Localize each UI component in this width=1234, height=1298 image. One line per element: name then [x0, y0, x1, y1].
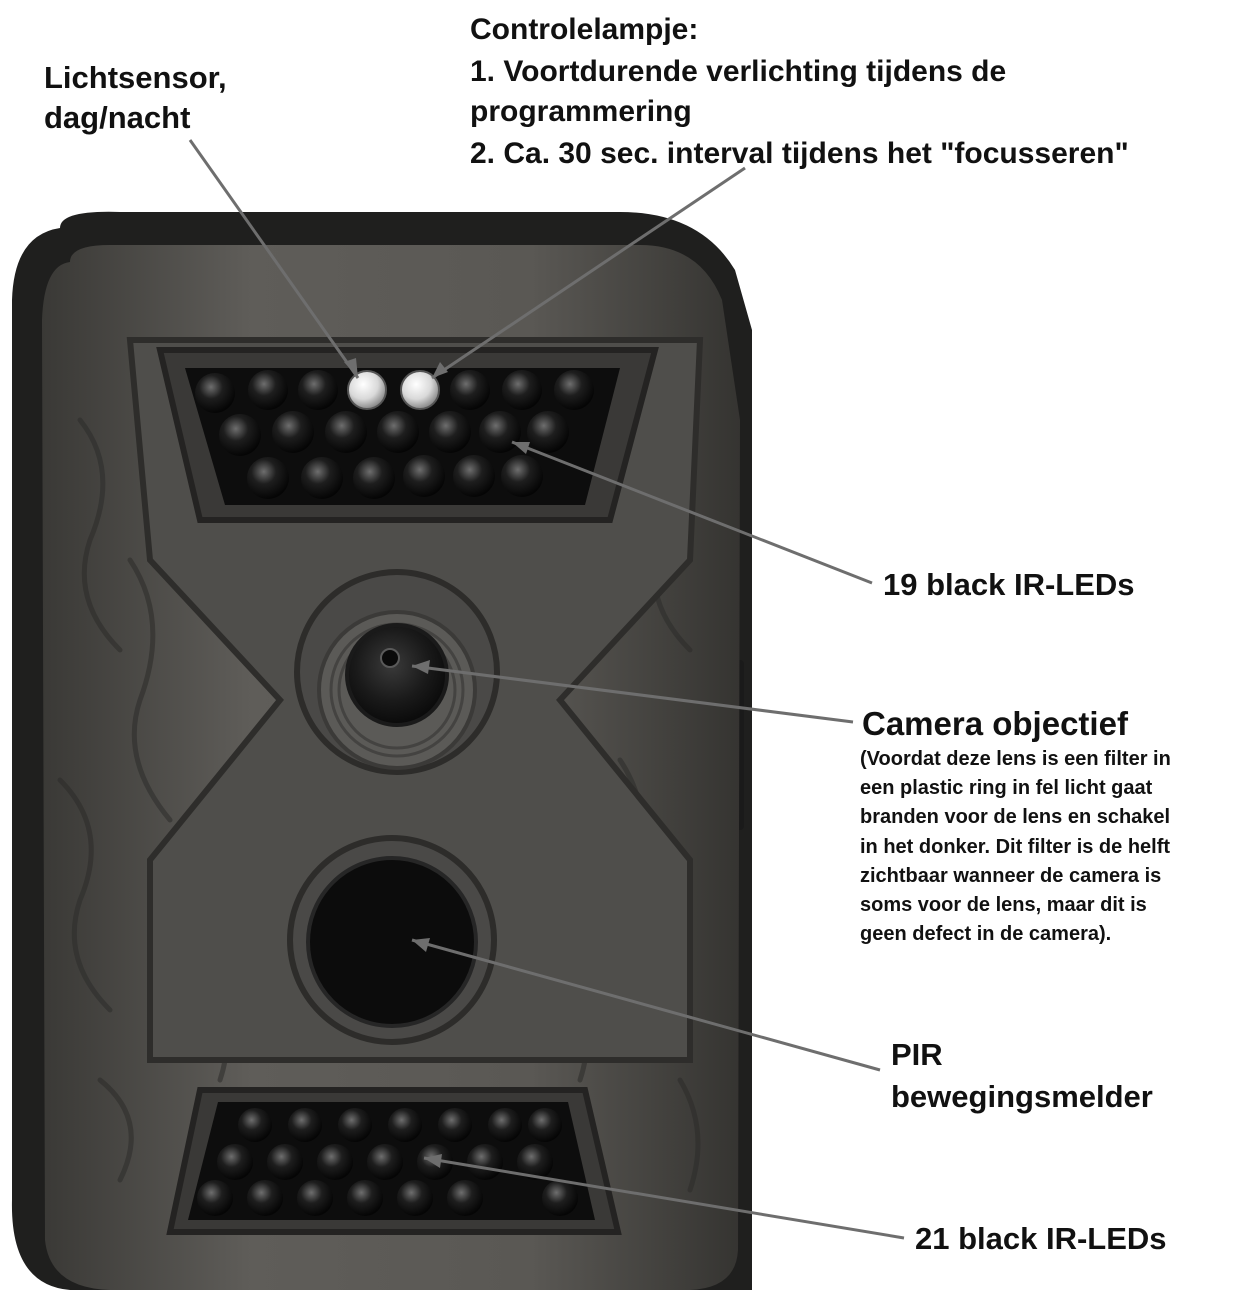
control-lamp-line-1: 1. Voortdurende verlichting tijdens de [470, 55, 1007, 88]
bottom-ir-leds [197, 1108, 578, 1216]
leader-camera-lens [411, 664, 854, 724]
leader-light-sensor [188, 139, 360, 379]
control-lamp-title: Controlelampje: [470, 13, 699, 46]
leader-ir-top [511, 440, 873, 585]
top-ir-leds-label: 19 black IR-LEDs [883, 567, 1135, 602]
pir-sensor [306, 856, 478, 1028]
camera-lens-label: Camera objectief [862, 705, 1128, 742]
camera-lens-note: (Voordat deze lens is een filter in een … [860, 748, 1171, 946]
control-lamp-line-1-continued: programmering [470, 95, 692, 128]
top-ir-leds [195, 370, 594, 499]
leader-lines [188, 139, 905, 1240]
leader-pir [411, 938, 881, 1072]
control-lamp-led [400, 370, 440, 410]
bottom-ir-leds-label: 21 black IR-LEDs [915, 1221, 1167, 1256]
leader-ir-bottom [423, 1156, 905, 1240]
leader-control-lamp [431, 166, 746, 380]
control-lamp-line-2: 2. Ca. 30 sec. interval tijdens het "foc… [470, 137, 1129, 170]
light-sensor-led [347, 370, 387, 410]
light-sensor-label: Lichtsensor, dag/nacht [44, 60, 227, 136]
camera-lens [345, 623, 449, 727]
leader-arrowheads [344, 358, 530, 1168]
pir-label: PIR bewegingsmelder [891, 1037, 1153, 1114]
